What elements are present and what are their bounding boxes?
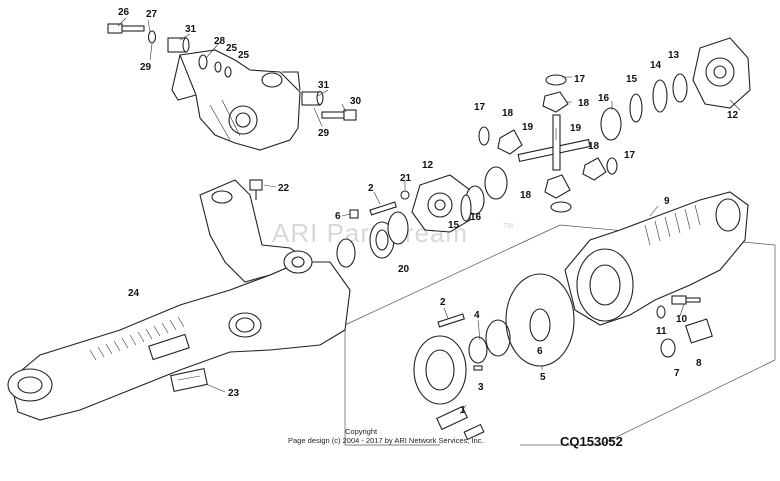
callout-14: 14 <box>650 60 662 71</box>
callout-2: 2 <box>368 183 374 194</box>
callout-11: 11 <box>656 326 667 337</box>
callout-10: 10 <box>676 314 688 325</box>
callout-15: 15 <box>448 220 460 231</box>
copyright-line: Page design (c) 2004 - 2017 by ARI Netwo… <box>288 436 484 445</box>
ring-pinion-set <box>413 273 575 441</box>
callout-30: 30 <box>350 96 362 107</box>
watermark-tm: TM <box>503 223 513 230</box>
final-drive-housing <box>564 191 749 358</box>
callout-27: 27 <box>146 9 158 20</box>
callout-17: 17 <box>474 102 486 113</box>
callout-23: 23 <box>228 388 240 399</box>
differential-assembly <box>336 37 751 268</box>
callout-13: 13 <box>668 50 680 61</box>
callout-25: 25 <box>238 50 250 61</box>
diagram-code: CQ153052 <box>560 434 623 449</box>
callout-4: 4 <box>474 310 480 321</box>
callout-26: 26 <box>118 7 130 18</box>
callout-19: 19 <box>570 123 582 134</box>
callout-18: 18 <box>578 98 590 109</box>
callout-21: 21 <box>400 173 412 184</box>
callout-17: 17 <box>624 150 636 161</box>
footer: Copyright Page design (c) 2004 - 2017 by… <box>288 427 623 449</box>
callout-28: 28 <box>214 36 226 47</box>
callout-8: 8 <box>696 358 702 369</box>
callout-labels: 26 27 29 31 28 25 25 31 29 30 22 24 23 2… <box>118 7 739 416</box>
callout-31: 31 <box>185 24 197 35</box>
callout-18: 18 <box>520 190 532 201</box>
callout-18: 18 <box>588 141 600 152</box>
callout-22: 22 <box>278 183 290 194</box>
callout-3: 3 <box>478 382 484 393</box>
copyright-title: Copyright <box>345 427 378 436</box>
callout-25: 25 <box>226 43 238 54</box>
callout-29: 29 <box>140 62 152 73</box>
callout-16: 16 <box>598 93 610 104</box>
callout-5: 5 <box>540 372 546 383</box>
callout-19: 19 <box>522 122 534 133</box>
leader-lines <box>117 17 741 415</box>
callout-31: 31 <box>318 80 330 91</box>
callout-9: 9 <box>664 196 670 207</box>
callout-1: 1 <box>460 405 466 416</box>
callout-24: 24 <box>128 288 140 299</box>
callout-6: 6 <box>537 346 543 357</box>
callout-2: 2 <box>440 297 446 308</box>
callout-29: 29 <box>318 128 330 139</box>
callout-20: 20 <box>398 264 410 275</box>
callout-16: 16 <box>470 212 482 223</box>
callout-7: 7 <box>674 368 680 379</box>
axle-housing <box>7 179 351 421</box>
callout-6: 6 <box>335 211 341 222</box>
callout-17: 17 <box>574 74 586 85</box>
callout-12: 12 <box>422 160 434 171</box>
callout-15: 15 <box>626 74 638 85</box>
callout-12: 12 <box>727 110 739 121</box>
steering-knuckle-assembly <box>107 23 357 151</box>
callout-18: 18 <box>502 108 514 119</box>
